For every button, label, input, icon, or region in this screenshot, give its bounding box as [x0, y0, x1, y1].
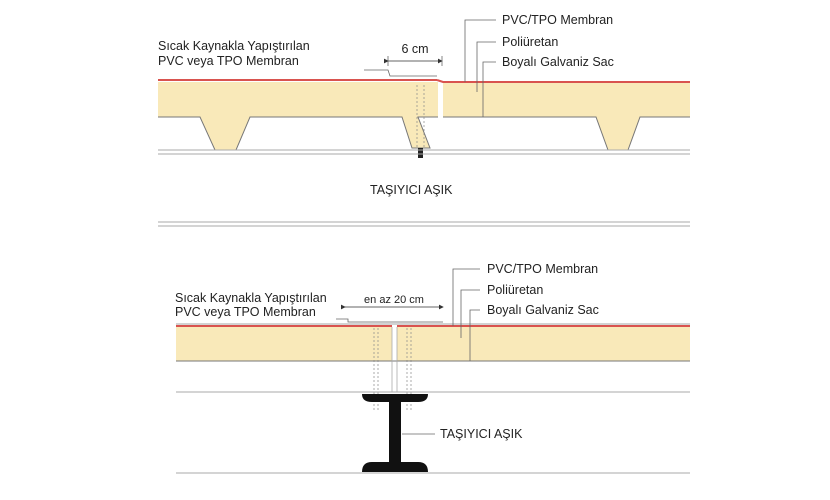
top-weld-leader: [364, 69, 437, 77]
top-weld-label-2: PVC veya TPO Membran: [158, 54, 299, 68]
bottom-overlap-dimension: en az 20 cm: [364, 294, 424, 306]
top-detail: 6 cm Sıcak Kaynakla Yapıştırılan PVC vey…: [158, 13, 690, 197]
top-label-sheet: Boyalı Galvaniz Sac: [502, 55, 614, 69]
top-purlin-label: TAŞIYICI AŞIK: [370, 183, 453, 197]
bottom-label-foam: Poliüretan: [487, 283, 543, 297]
top-weld-label-1: Sıcak Kaynakla Yapıştırılan: [158, 39, 310, 53]
bottom-membrane-leader: [452, 268, 480, 326]
top-foam-leader: [476, 41, 496, 92]
bottom-foam-left: [176, 327, 392, 361]
bottom-foam-right: [397, 327, 690, 361]
top-overlap-dimension: 6 cm: [401, 42, 428, 56]
i-beam-purlin-icon: [362, 394, 428, 472]
bottom-purlin-label: TAŞIYICI AŞIK: [440, 427, 523, 441]
bottom-detail: en az 20 cm Sıcak Kaynakla Yapıştırılan …: [175, 262, 690, 474]
bottom-foam-leader: [460, 289, 480, 338]
bottom-sheet-leader: [469, 309, 480, 361]
top-sheet-leader: [482, 61, 496, 117]
top-membrane-right: [436, 79, 690, 83]
top-label-membrane: PVC/TPO Membran: [502, 13, 613, 27]
top-foam-right: [443, 82, 690, 150]
bottom-weld-label-2: PVC veya TPO Membran: [175, 305, 316, 319]
bottom-label-membrane: PVC/TPO Membran: [487, 262, 598, 276]
bottom-weld-leader: [336, 318, 443, 323]
top-membrane-leader: [464, 19, 496, 82]
bottom-label-sheet: Boyalı Galvaniz Sac: [487, 303, 599, 317]
bottom-weld-label-1: Sıcak Kaynakla Yapıştırılan: [175, 291, 327, 305]
top-foam-left: [158, 82, 438, 150]
top-label-foam: Poliüretan: [502, 35, 558, 49]
top-screw-icon: [418, 148, 423, 158]
